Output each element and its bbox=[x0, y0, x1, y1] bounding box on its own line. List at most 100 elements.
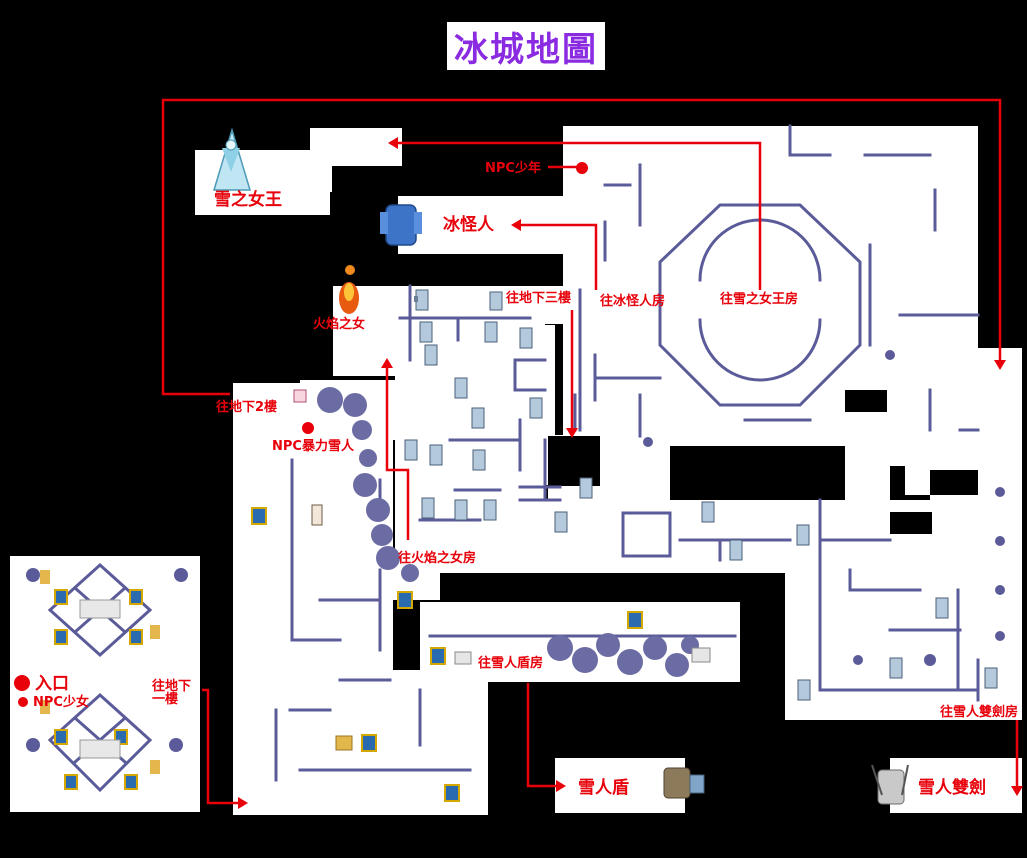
arrow-up-icon bbox=[381, 358, 393, 368]
treasure-chest-icon[interactable] bbox=[129, 589, 143, 605]
yeti-shield-icon[interactable] bbox=[663, 767, 705, 799]
markers bbox=[14, 162, 588, 707]
pillar bbox=[643, 437, 653, 447]
monster-icon[interactable] bbox=[691, 647, 711, 663]
monster-icon[interactable] bbox=[429, 444, 443, 466]
monster-icon[interactable] bbox=[419, 321, 433, 343]
treasure-chest-icon[interactable] bbox=[430, 647, 446, 665]
pillar bbox=[995, 585, 1005, 595]
route-label-b2: 往地下2樓 bbox=[216, 399, 277, 415]
monster-icon[interactable] bbox=[483, 499, 497, 521]
monster-icon[interactable] bbox=[729, 539, 743, 561]
treasure-chest-icon[interactable] bbox=[124, 774, 138, 790]
route-label-ice-monster-room: 往冰怪人房 bbox=[600, 293, 665, 309]
monster-icon[interactable] bbox=[701, 501, 715, 523]
fire-woman-icon[interactable] bbox=[339, 265, 359, 314]
route-arrows bbox=[238, 137, 1023, 809]
monster-icon[interactable] bbox=[471, 407, 485, 429]
pillar bbox=[995, 487, 1005, 497]
arrow-down-icon bbox=[994, 360, 1006, 370]
south-east-block bbox=[785, 500, 980, 720]
north-hall bbox=[563, 126, 978, 436]
boulder bbox=[643, 636, 667, 660]
route-to-ice-monster bbox=[516, 223, 598, 290]
monster-icon[interactable] bbox=[454, 377, 468, 399]
npc-label-boy: NPC少年 bbox=[485, 160, 541, 176]
monster-icon[interactable] bbox=[40, 570, 50, 584]
monster-icon[interactable] bbox=[335, 735, 353, 751]
monster-icon[interactable] bbox=[489, 291, 503, 311]
monster-icon[interactable] bbox=[293, 389, 307, 403]
npc-violent-yeti-marker[interactable] bbox=[302, 422, 314, 434]
treasure-chest-icon[interactable] bbox=[64, 774, 78, 790]
monster-icon[interactable] bbox=[579, 477, 593, 499]
boulder bbox=[353, 473, 377, 497]
monster-icon[interactable] bbox=[40, 700, 50, 714]
npc-girl-marker[interactable] bbox=[18, 697, 28, 707]
monster-icon[interactable] bbox=[889, 657, 903, 679]
monster-icon[interactable] bbox=[79, 739, 121, 759]
monster-icon[interactable] bbox=[79, 599, 121, 619]
npc-boy-marker[interactable] bbox=[576, 162, 588, 174]
npc-label-violent-yeti: NPC暴力雪人 bbox=[272, 438, 355, 454]
room-label-fire-woman: 火焰之女 bbox=[313, 316, 365, 332]
arrow-down-icon bbox=[566, 428, 578, 438]
monster-icon[interactable] bbox=[529, 397, 543, 419]
monster-icon[interactable] bbox=[796, 524, 810, 546]
monster-icon[interactable] bbox=[150, 625, 160, 639]
treasure-chest-icon[interactable] bbox=[397, 591, 413, 609]
treasure-chest-icon[interactable] bbox=[129, 629, 143, 645]
route-label-snow-queen-room: 往雪之女王房 bbox=[720, 291, 798, 307]
treasure-chest-icon[interactable] bbox=[251, 507, 267, 525]
pillar bbox=[995, 631, 1005, 641]
east-pillar bbox=[845, 412, 890, 512]
route-label-b1-line1: 往地下 bbox=[152, 678, 191, 694]
monster-icon[interactable] bbox=[797, 679, 811, 701]
monster-icon[interactable] bbox=[150, 760, 160, 774]
route-label-b3: 往地下三樓 bbox=[506, 290, 571, 306]
treasure-chest-icon[interactable] bbox=[444, 784, 460, 802]
south-corridor-2 bbox=[420, 680, 488, 720]
npc-labels: NPC少年 NPC暴力雪人 NPC少女 入口 bbox=[33, 160, 541, 710]
arrow-down-icon bbox=[1011, 786, 1023, 796]
monster-icon[interactable] bbox=[454, 651, 472, 665]
room-label-yeti-swords: 雪人雙劍 bbox=[918, 777, 986, 798]
monster-icon[interactable] bbox=[454, 499, 468, 521]
monster-icon[interactable] bbox=[472, 449, 486, 471]
ice-golem-icon[interactable] bbox=[380, 204, 422, 246]
monster-icon[interactable] bbox=[424, 344, 438, 366]
treasure-chest-icon[interactable] bbox=[54, 629, 68, 645]
pillar bbox=[924, 654, 936, 666]
route-to-b1 bbox=[202, 688, 242, 805]
monster-icon[interactable] bbox=[984, 667, 998, 689]
treasure-chest-icon[interactable] bbox=[361, 734, 377, 752]
snow-queen-corridor bbox=[310, 128, 402, 166]
monster-icon[interactable] bbox=[311, 504, 323, 526]
monster-icon[interactable] bbox=[421, 497, 435, 519]
monster-icon[interactable] bbox=[404, 439, 418, 461]
boulder bbox=[547, 635, 573, 661]
route-to-snow-queen bbox=[394, 141, 762, 290]
route-b2-to-swords bbox=[161, 98, 1002, 396]
boulders bbox=[317, 387, 699, 677]
route-lines bbox=[161, 98, 1019, 805]
entrance-area bbox=[10, 556, 200, 812]
monster-icon[interactable] bbox=[935, 597, 949, 619]
monsters bbox=[40, 289, 998, 774]
treasure-chest-icon[interactable] bbox=[54, 729, 68, 745]
treasure-chests bbox=[54, 507, 643, 802]
route-to-fire-woman bbox=[385, 364, 410, 540]
treasure-chest-icon[interactable] bbox=[627, 611, 643, 629]
arrow-right-icon bbox=[238, 797, 248, 809]
treasure-chest-icon[interactable] bbox=[54, 589, 68, 605]
ice-queen-icon[interactable] bbox=[212, 127, 252, 191]
monster-icon[interactable] bbox=[554, 511, 568, 533]
yeti-swords-icon[interactable] bbox=[871, 764, 909, 805]
npc-label-girl: NPC少女 bbox=[33, 694, 89, 710]
monster-icon[interactable] bbox=[414, 289, 429, 311]
entrance-marker[interactable] bbox=[14, 675, 30, 691]
boulder bbox=[376, 546, 400, 570]
snow-queen-corridor-2 bbox=[310, 160, 332, 192]
monster-icon[interactable] bbox=[519, 327, 533, 349]
monster-icon[interactable] bbox=[484, 321, 498, 343]
